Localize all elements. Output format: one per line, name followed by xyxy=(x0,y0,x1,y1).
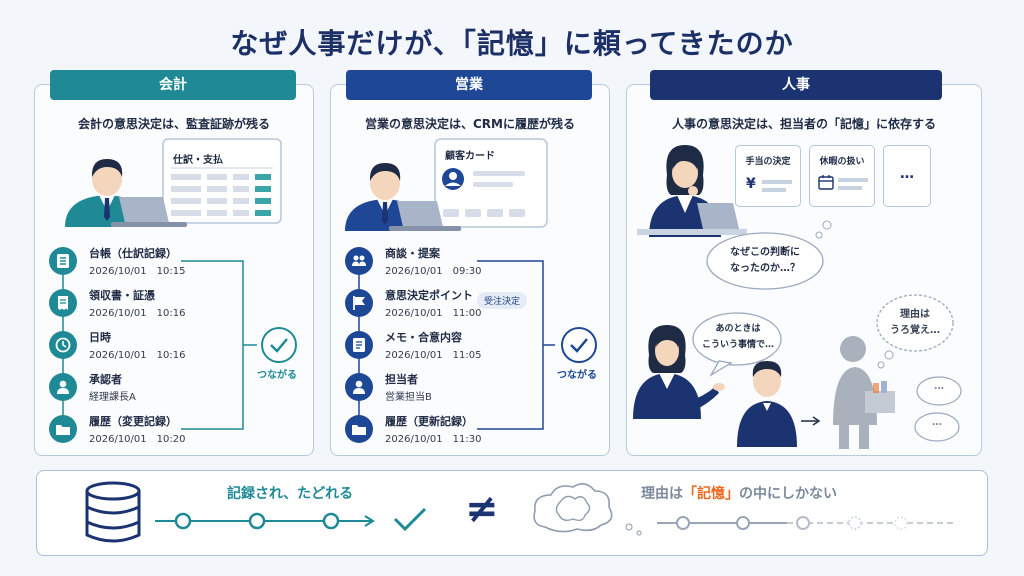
bottom-left-label: 記録され、たどれる xyxy=(227,486,354,502)
tab-hr: 人事 xyxy=(650,70,942,100)
memo-icon xyxy=(353,338,365,352)
page-title: なぜ人事だけが、「記憶」に頼ってきたのか xyxy=(230,27,794,60)
accounting-subtitle: 会計の意思決定は、監査証跡が残る xyxy=(77,117,270,131)
folder-icon xyxy=(56,425,70,435)
tab-sales: 営業 xyxy=(346,70,592,100)
person-icon xyxy=(57,380,69,394)
check-circle-icon xyxy=(561,327,597,363)
bottom-graphics xyxy=(85,481,957,543)
database-icon xyxy=(85,481,141,543)
accounting-doc-title: 仕訳・支払 xyxy=(173,155,223,166)
folder-icon xyxy=(352,425,366,435)
clock-icon xyxy=(55,337,71,353)
tab-accounting: 会計 xyxy=(50,70,296,100)
accounting-panel: 会計の意思決定は、監査証跡が残る 仕訳・支払 台帳（仕訳記録） xyxy=(34,84,314,456)
yen-icon: ¥ xyxy=(746,176,756,192)
hr-panel: 人事の意思決定は、担当者の「記憶」に依存する xyxy=(626,84,982,456)
status-badge: 受注決定 xyxy=(477,292,528,309)
person-icon xyxy=(353,380,365,394)
accounting-connect-label: つながる xyxy=(257,370,297,381)
ledger-icon xyxy=(57,254,69,268)
brain-cloud-icon xyxy=(533,483,642,536)
sales-subtitle: 営業の意思決定は、CRMに履歴が残る xyxy=(365,117,575,131)
hr-illustration xyxy=(633,145,962,449)
accounting-illustration xyxy=(65,138,282,227)
check-icon xyxy=(393,507,427,532)
hr-card-leave: 休暇の扱い xyxy=(809,145,875,207)
receipt-icon xyxy=(58,296,68,310)
bubble-dots-1: … xyxy=(934,381,944,392)
sales-connect-label: つながる xyxy=(557,370,597,381)
bottom-right-label: 理由は「記憶」の中にしかない xyxy=(641,486,837,502)
sales-illustration xyxy=(345,138,548,231)
bubble-dots-2: … xyxy=(932,417,942,428)
people-icon xyxy=(352,255,366,266)
sales-panel: 営業の意思決定は、CRMに履歴が残る 顧客カード xyxy=(330,84,610,456)
bubble-reason: 理由は うろ覚え… xyxy=(890,309,940,336)
hr-card-allowance: 手当の決定 ¥ xyxy=(735,145,801,207)
flag-icon xyxy=(353,296,365,310)
bubble-question: なぜこの判断に なったのか…？ xyxy=(730,247,800,274)
hr-subtitle: 人事の意思決定は、担当者の「記憶」に依存する xyxy=(671,117,936,131)
check-circle-icon xyxy=(261,327,297,363)
hr-card-more: … xyxy=(883,145,931,207)
bubble-explain: あのときは こういう事情で… xyxy=(701,324,774,350)
sales-card-title: 顧客カード xyxy=(445,151,495,162)
bottom-summary: 記録され、たどれる ≠ 理由は「記憶」の中にしかない xyxy=(36,470,988,556)
calendar-icon xyxy=(818,175,834,190)
not-equal-icon: ≠ xyxy=(465,486,499,532)
